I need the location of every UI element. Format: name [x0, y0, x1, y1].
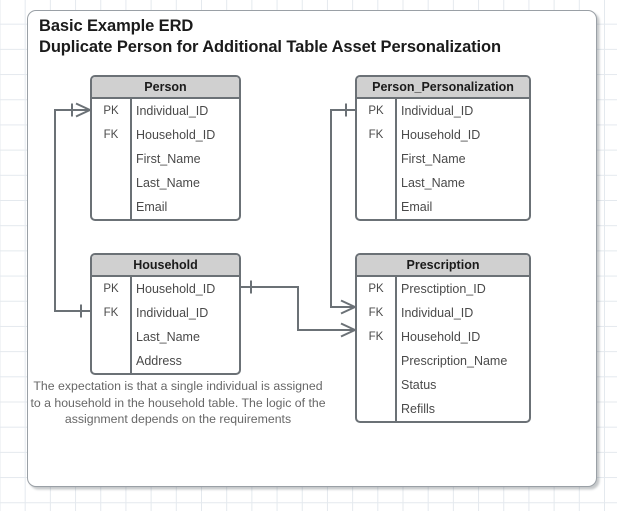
entity-header-person_personalization: Person_Personalization	[357, 77, 529, 99]
attribute-row[interactable]: First_Name	[357, 147, 529, 171]
title-line-2: Duplicate Person for Additional Table As…	[39, 38, 501, 56]
attribute-row[interactable]: FK Household_ID	[92, 123, 239, 147]
attribute-name: Refills	[401, 402, 436, 416]
attribute-row[interactable]: Prescription_Name	[357, 349, 529, 373]
attribute-key: FK	[368, 129, 384, 141]
attribute-name: Last_Name	[136, 330, 200, 344]
title-line-1: Basic Example ERD	[39, 17, 194, 35]
attribute-row[interactable]: PK Household_ID	[92, 277, 239, 301]
attribute-key: FK	[368, 307, 384, 319]
attribute-name: Household_ID	[136, 282, 216, 296]
attribute-name: Email	[401, 200, 433, 214]
attribute-row[interactable]: PK Individual_ID	[92, 99, 239, 123]
attribute-row[interactable]: FK Individual_ID	[357, 301, 529, 325]
attribute-key: PK	[368, 105, 384, 117]
attribute-row[interactable]: Address	[92, 349, 239, 373]
attribute-row[interactable]: PK Individual_ID	[357, 99, 529, 123]
entity-header-person: Person	[92, 77, 239, 99]
attribute-row[interactable]: Status	[357, 373, 529, 397]
attribute-row[interactable]: Email	[92, 195, 239, 219]
attribute-name: Presctiption_ID	[401, 282, 486, 296]
entity-header-prescription: Prescription	[357, 255, 529, 277]
attribute-row[interactable]: FK Household_ID	[357, 325, 529, 349]
attribute-name: Individual_ID	[136, 306, 209, 320]
attribute-key: PK	[103, 105, 119, 117]
attribute-name: Individual_ID	[136, 104, 209, 118]
attribute-key: PK	[368, 283, 384, 295]
attribute-name: Household_ID	[401, 128, 481, 142]
attribute-key: PK	[103, 283, 119, 295]
page-title: Basic Example ERD Duplicate Person for A…	[39, 16, 599, 58]
attribute-row[interactable]: First_Name	[92, 147, 239, 171]
attribute-name: Individual_ID	[401, 104, 474, 118]
attribute-name: Household_ID	[136, 128, 216, 142]
attribute-key: FK	[103, 129, 119, 141]
attribute-name: First_Name	[401, 152, 466, 166]
entity-header-household: Household	[92, 255, 239, 277]
attribute-key: FK	[368, 331, 384, 343]
attribute-row[interactable]: PK Presctiption_ID	[357, 277, 529, 301]
attribute-name: Individual_ID	[401, 306, 474, 320]
attribute-row[interactable]: Last_Name	[92, 325, 239, 349]
entity-body-prescription: PK Presctiption_ID FK Individual_ID FK Househ…	[357, 277, 529, 421]
attribute-name: Email	[136, 200, 168, 214]
diagram-caption: The expectation is that a single individ…	[30, 379, 326, 426]
attribute-key: FK	[103, 307, 119, 319]
attribute-name: Status	[401, 378, 437, 392]
attribute-name: Address	[136, 354, 182, 368]
attribute-row[interactable]: Refills	[357, 397, 529, 421]
attribute-name: Last_Name	[136, 176, 200, 190]
attribute-name: First_Name	[136, 152, 201, 166]
attribute-name: Prescription_Name	[401, 354, 508, 368]
attribute-row[interactable]: FK Household_ID	[357, 123, 529, 147]
attribute-name: Household_ID	[401, 330, 481, 344]
attribute-row[interactable]: FK Individual_ID	[92, 301, 239, 325]
attribute-row[interactable]: Last_Name	[357, 171, 529, 195]
attribute-name: Last_Name	[401, 176, 465, 190]
attribute-row[interactable]: Last_Name	[92, 171, 239, 195]
attribute-row[interactable]: Email	[357, 195, 529, 219]
